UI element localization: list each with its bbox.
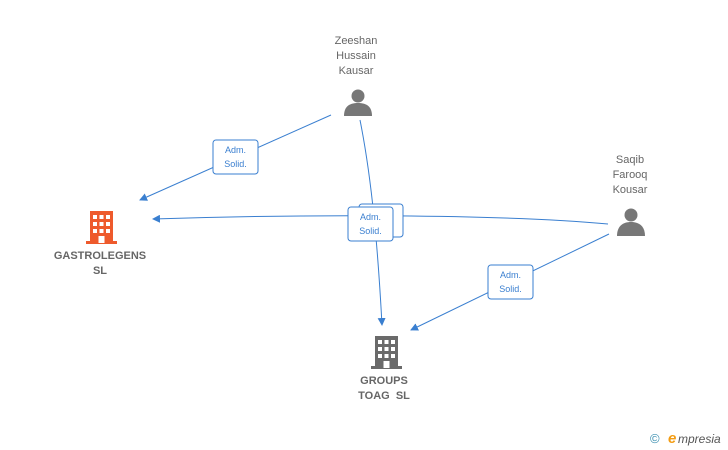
person-name-line2: Hussain [336, 50, 376, 62]
company-name-line1: GASTROLEGENS [54, 250, 146, 262]
relation-badge-zeeshan-gastrolegens[interactable]: Adm. Solid. [212, 139, 259, 175]
person-node-zeeshan[interactable]: Zeeshan Hussain Kausar [335, 35, 378, 116]
copyright-symbol: © [650, 431, 660, 446]
company-node-gastrolegens[interactable]: GASTROLEGENS SL [54, 211, 146, 277]
badge-line1: Adm. [360, 212, 381, 222]
company-name-line2: TOAG SL [358, 390, 410, 402]
badge-line2: Solid. [224, 159, 247, 169]
badge-line2: Solid. [359, 226, 382, 236]
badge-line1: Adm. [225, 145, 246, 155]
person-icon [617, 208, 645, 236]
relation-badge-saqib-groups[interactable]: Adm. Solid. [487, 264, 534, 300]
building-icon [86, 211, 117, 244]
relation-badge-shared[interactable]: Adm. Solid. [347, 203, 404, 242]
person-name-line1: Zeeshan [335, 35, 378, 47]
company-node-groups[interactable]: GROUPS TOAG SL [358, 336, 410, 402]
badge-line2: Solid. [499, 284, 522, 294]
person-node-saqib[interactable]: Saqib Farooq Kousar [613, 154, 648, 236]
person-name-line3: Kousar [613, 184, 648, 196]
person-name-line1: Saqib [616, 154, 644, 166]
person-name-line3: Kausar [339, 65, 374, 77]
brand-footer: © e mpresia [650, 430, 721, 447]
company-name-line1: GROUPS [360, 375, 408, 387]
person-icon [344, 89, 372, 116]
person-name-line2: Farooq [613, 169, 648, 181]
badge-line1: Adm. [500, 270, 521, 280]
brand-initial: e [668, 430, 676, 447]
company-name-line2: SL [93, 265, 107, 277]
building-icon [371, 336, 402, 369]
brand-name: mpresia [678, 432, 721, 446]
